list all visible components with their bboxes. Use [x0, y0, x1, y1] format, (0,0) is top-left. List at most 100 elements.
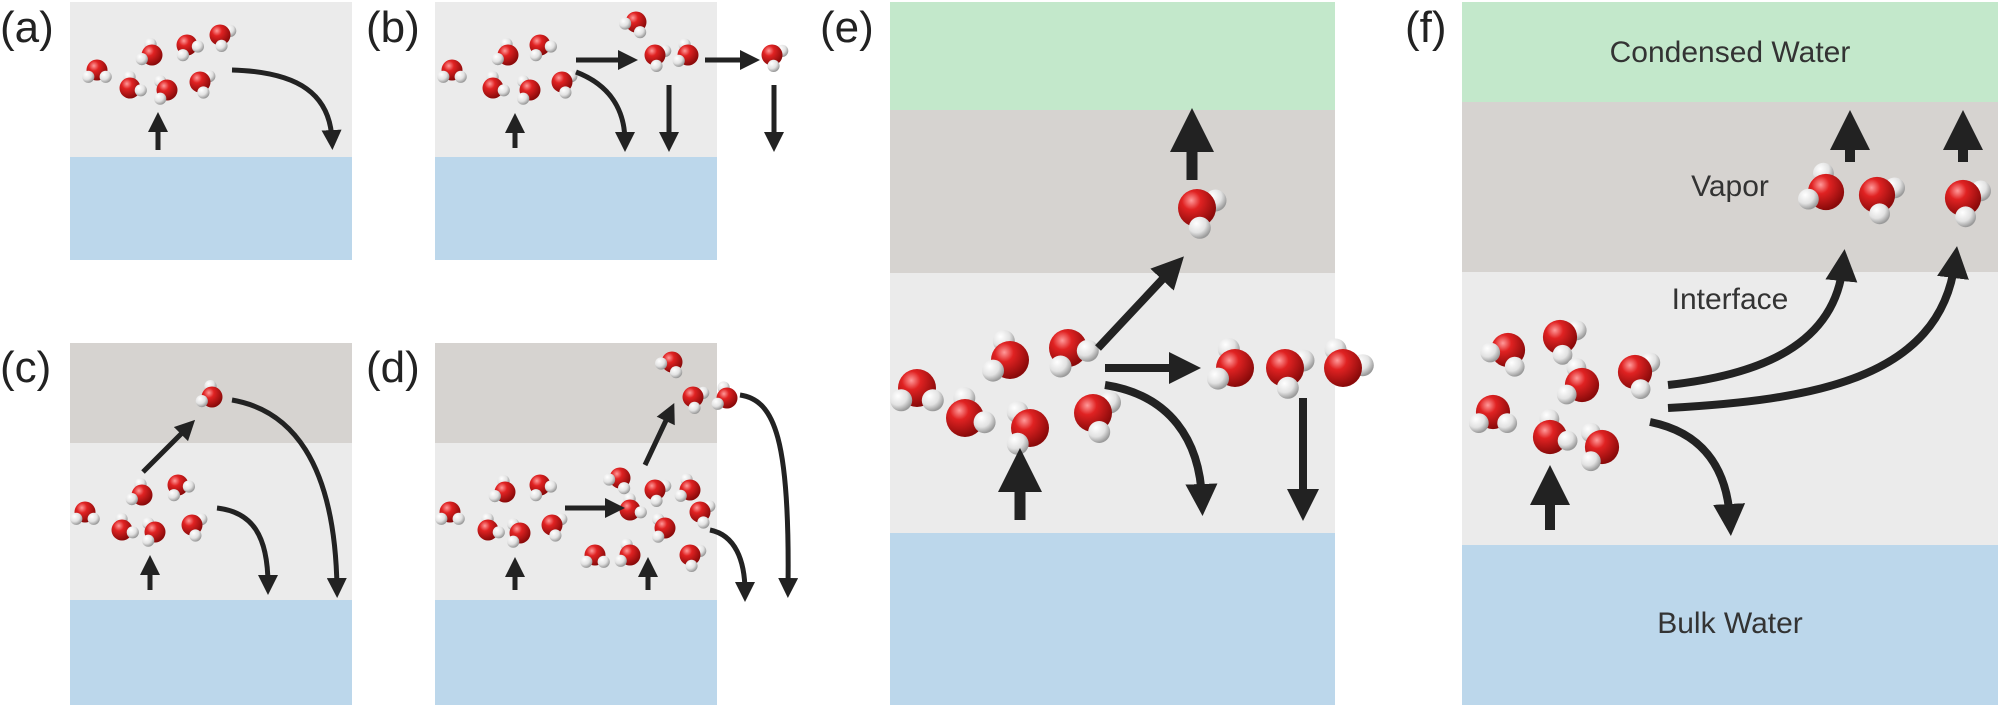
water-molecule-icon: [529, 34, 558, 62]
water-molecule-icon: [142, 517, 166, 547]
bulk-water-label: Bulk Water: [1657, 607, 1803, 640]
oxygen-atom: [1542, 319, 1578, 355]
bulk-water-region: [1462, 545, 1998, 705]
water-molecule-icon: [209, 24, 237, 53]
water-cluster: [437, 34, 578, 105]
hydrogen-atom: [655, 357, 668, 370]
water-cluster: [1468, 319, 1661, 472]
water-cluster: [1798, 162, 1905, 225]
water-molecule-icon: [1266, 349, 1315, 399]
water-molecule-icon: [111, 512, 139, 541]
water-molecule-icon: [167, 474, 195, 502]
water-molecule-icon: [189, 70, 216, 99]
water-cluster: [890, 329, 1121, 455]
water-molecule-icon: [1556, 358, 1600, 405]
hydrogen-atom: [488, 490, 501, 503]
water-cluster: [655, 351, 738, 414]
hydrogen-atom: [125, 493, 138, 506]
hydrogen-atom: [597, 555, 610, 568]
oxygen-atom: [1178, 189, 1216, 227]
hydrogen-atom: [1188, 216, 1211, 239]
water-molecule-icon: [679, 544, 707, 573]
water-molecule-icon: [1798, 162, 1845, 211]
hydrogen-atom: [529, 489, 543, 502]
hydrogen-atom: [674, 489, 687, 502]
bulk-water-region: [70, 600, 352, 705]
panel-label: (e): [820, 3, 874, 52]
water-molecule-icon: [982, 330, 1029, 382]
hydrogen-atom: [544, 480, 558, 493]
water-molecule-icon: [551, 70, 578, 99]
hydrogen-atom: [1630, 379, 1651, 399]
water-molecule-icon: [1178, 189, 1227, 239]
hydrogen-atom: [1504, 356, 1525, 377]
arrow-icon: [231, 397, 347, 598]
hydrogen-atom: [672, 54, 685, 67]
hydrogen-atom: [135, 53, 148, 66]
hydrogen-atom: [1798, 188, 1819, 210]
water-molecule-icon: [70, 501, 100, 525]
water-molecule-icon: [1207, 338, 1254, 390]
water-molecule: [761, 44, 789, 72]
water-molecule-icon: [652, 513, 676, 543]
hydrogen-atom: [982, 359, 1004, 382]
water-molecule-icon: [580, 544, 610, 568]
water-molecule-icon: [1542, 319, 1587, 365]
bulk-water-region: [435, 157, 717, 260]
water-molecule-icon: [488, 475, 516, 503]
oxygen-atom: [682, 386, 704, 408]
arrow-icon: [1667, 249, 1858, 389]
arrow-icon: [709, 527, 755, 602]
hydrogen-atom: [544, 40, 558, 53]
hydrogen-atom: [921, 389, 944, 412]
vapor-region: [1462, 102, 1998, 272]
arrow-icon: [1649, 418, 1746, 536]
hydrogen-atom: [1076, 339, 1099, 362]
hydrogen-atom: [650, 59, 663, 72]
hydrogen-atom: [614, 554, 627, 567]
arrow-icon: [141, 419, 196, 474]
hydrogen-atom: [650, 494, 663, 507]
water-molecule-icon: [482, 70, 510, 99]
hydrogen-atom: [670, 366, 683, 379]
water-molecule-icon: [435, 501, 465, 525]
water-molecule-icon: [672, 38, 699, 67]
hydrogen-atom: [549, 529, 562, 542]
hydrogen-atom: [973, 411, 996, 434]
arrow-icon: [642, 402, 675, 467]
arrow-icon: [231, 67, 342, 150]
water-molecule-icon: [689, 500, 716, 529]
water-molecule-icon: [541, 513, 568, 542]
panel-a: (a): [0, 2, 352, 260]
hydrogen-atom: [711, 397, 724, 410]
oxygen-atom: [946, 399, 984, 437]
water-molecule: [1178, 189, 1227, 239]
hydrogen-atom: [1207, 367, 1229, 390]
bulk-water-region: [890, 533, 1335, 705]
hydrogen-atom: [99, 70, 112, 83]
hydrogen-atom: [1276, 376, 1299, 399]
arrow-icon: [575, 69, 635, 152]
water-molecule-icon: [711, 381, 738, 410]
water-cluster: [82, 24, 237, 105]
panel-c: (c): [0, 343, 352, 705]
oxygen-atom: [111, 519, 133, 541]
hydrogen-atom: [1556, 384, 1577, 405]
vapor-region: [890, 110, 1335, 273]
oxygen-atom: [1532, 419, 1568, 455]
bulk-water-region: [70, 157, 352, 260]
vapor-label: Vapor: [1691, 170, 1769, 203]
condensed-water-region: [890, 2, 1335, 110]
water-molecule: [1944, 179, 1991, 228]
water-molecule: [195, 380, 223, 408]
water-molecule-icon: [1468, 394, 1518, 433]
hydrogen-atom: [492, 526, 505, 539]
hydrogen-atom: [1049, 355, 1072, 378]
hydrogen-atom: [619, 17, 632, 30]
oxygen-atom: [482, 77, 504, 99]
water-cluster: [70, 474, 208, 547]
hydrogen-atom: [182, 480, 195, 493]
water-molecule-icon: [1581, 422, 1620, 472]
hydrogen-atom: [634, 506, 647, 519]
